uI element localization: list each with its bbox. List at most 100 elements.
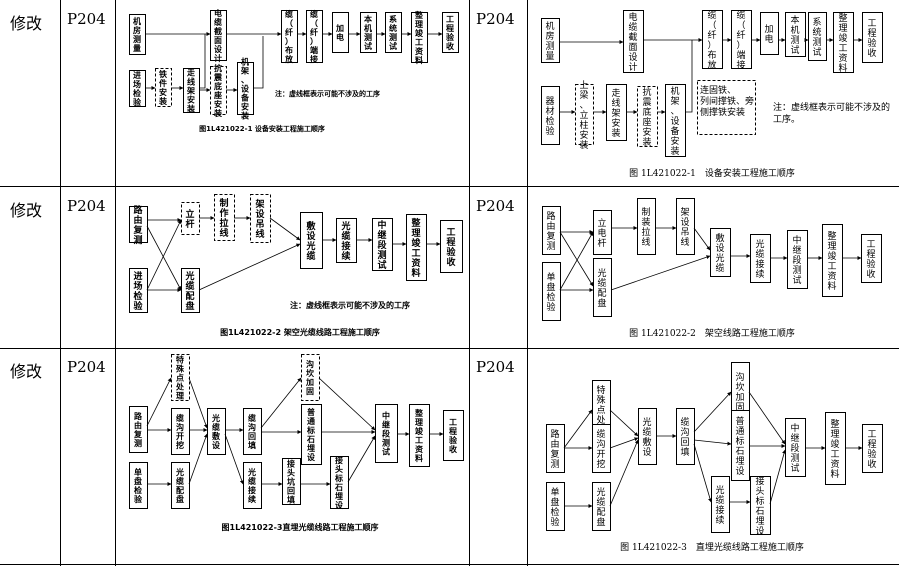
svg-text:架: 架 — [186, 86, 195, 96]
svg-text:件: 件 — [159, 78, 167, 88]
svg-text:试: 试 — [364, 41, 372, 51]
svg-text:缆: 缆 — [176, 413, 184, 423]
svg-text:检: 检 — [133, 290, 142, 302]
r2l-caption: 图1L421022-2 架空光缆线路工程施工顺序 — [220, 327, 380, 337]
svg-text:缆: 缆 — [341, 230, 350, 242]
row1-page-right: P204 — [476, 10, 515, 28]
svg-text:光: 光 — [755, 238, 764, 250]
svg-text:电: 电 — [597, 227, 606, 239]
svg-text:路: 路 — [133, 204, 143, 216]
svg-text:料: 料 — [411, 267, 420, 279]
svg-text:测: 测 — [382, 438, 390, 448]
svg-text:设: 设 — [755, 526, 764, 537]
svg-text:特: 特 — [176, 355, 184, 365]
svg-text:设: 设 — [241, 84, 249, 94]
svg-text:工: 工 — [867, 430, 876, 440]
svg-text:回: 回 — [248, 432, 256, 441]
svg-text:制: 制 — [219, 197, 228, 209]
svg-text:房: 房 — [545, 30, 554, 42]
svg-text:检: 检 — [133, 88, 141, 98]
svg-text:、: 、 — [579, 101, 588, 111]
svg-text:盘: 盘 — [596, 516, 605, 528]
svg-text:放: 放 — [284, 54, 294, 64]
svg-text:震: 震 — [642, 97, 651, 108]
svg-text:装: 装 — [186, 104, 195, 114]
r1r-caption: 图 1L421022-1 设备安装工程施工顺序 — [629, 167, 795, 179]
svg-text:工: 工 — [838, 44, 847, 54]
svg-text:截: 截 — [628, 31, 637, 43]
svg-text:缆: 缆 — [596, 428, 605, 440]
r1l-l7 — [253, 36, 264, 89]
svg-text:装: 装 — [158, 96, 167, 106]
svg-text:备: 备 — [240, 93, 250, 103]
svg-text:光: 光 — [340, 220, 350, 232]
svg-text:测: 测 — [134, 438, 142, 448]
svg-text:缆: 缆 — [176, 476, 184, 486]
svg-text:安: 安 — [642, 126, 651, 138]
row3-page-left: P204 — [67, 358, 106, 376]
svg-text:理: 理 — [415, 20, 423, 29]
r2l-a7 — [269, 217, 301, 241]
svg-text:标: 标 — [334, 473, 343, 483]
row1-type: 修改 — [10, 14, 43, 33]
svg-text:程: 程 — [446, 23, 454, 33]
r2l-a3 — [146, 219, 182, 291]
svg-text:收: 收 — [867, 458, 876, 470]
svg-text:布: 布 — [284, 45, 293, 55]
svg-text:本: 本 — [363, 14, 372, 24]
svg-text:盘: 盘 — [550, 496, 559, 508]
svg-text:处: 处 — [175, 382, 185, 392]
svg-text:装: 装 — [642, 136, 651, 148]
svg-text:固: 固 — [735, 402, 744, 413]
svg-text:（: （ — [310, 18, 318, 28]
r1r-note-2: 工序。 — [773, 113, 800, 125]
svg-text:料: 料 — [827, 280, 836, 292]
svg-text:）: ） — [736, 40, 745, 51]
svg-text:列间撑铁、旁: 列间撑铁、旁 — [700, 95, 754, 107]
svg-text:敷: 敷 — [212, 431, 221, 441]
svg-text:理: 理 — [827, 241, 836, 252]
svg-text:测: 测 — [133, 234, 142, 246]
svg-text:中: 中 — [382, 411, 390, 421]
svg-text:固: 固 — [306, 387, 314, 396]
svg-text:设: 设 — [680, 217, 689, 228]
svg-text:作: 作 — [219, 207, 228, 219]
svg-text:纤: 纤 — [310, 27, 318, 37]
svg-text:理: 理 — [415, 418, 423, 427]
row2-type: 修改 — [10, 201, 43, 220]
r2r-a2 — [559, 231, 594, 287]
svg-text:安: 安 — [214, 99, 222, 109]
svg-text:继: 继 — [792, 244, 801, 256]
svg-text:缆: 缆 — [715, 262, 724, 274]
svg-text:加: 加 — [305, 377, 314, 387]
svg-text:纤: 纤 — [736, 29, 745, 41]
svg-text:架: 架 — [611, 108, 620, 119]
svg-text:竣: 竣 — [838, 32, 847, 44]
r2r-caption: 图 1L421022-2 架空线路工程施工顺序 — [629, 327, 795, 339]
svg-text:加: 加 — [764, 24, 773, 35]
svg-text:沟: 沟 — [680, 426, 689, 438]
svg-text:中: 中 — [377, 219, 386, 231]
svg-text:设: 设 — [642, 447, 651, 458]
svg-text:制: 制 — [641, 206, 650, 218]
r2l-a8 — [198, 243, 301, 291]
svg-text:装: 装 — [240, 111, 249, 121]
svg-text:续: 续 — [341, 250, 350, 262]
r2r-a3 — [559, 231, 594, 291]
svg-text:配: 配 — [176, 486, 184, 495]
svg-text:拉: 拉 — [641, 226, 650, 238]
